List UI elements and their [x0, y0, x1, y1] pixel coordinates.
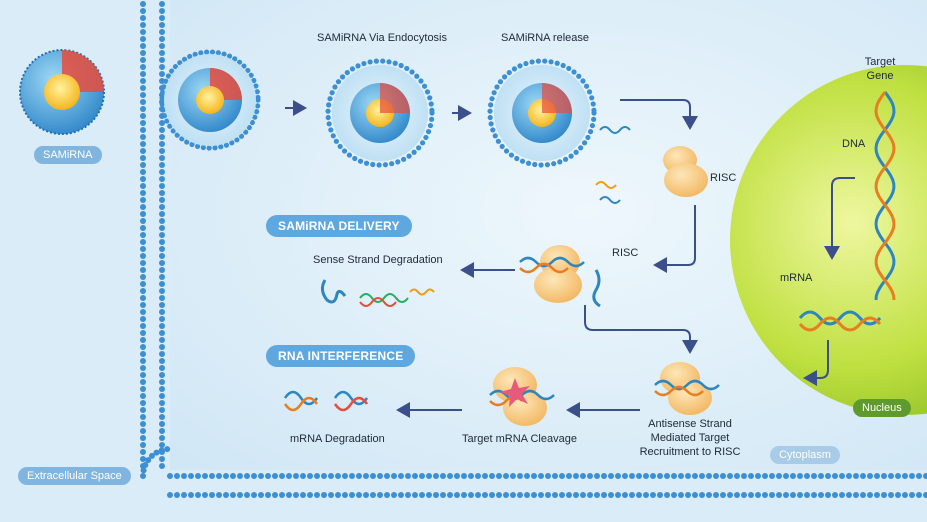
mrna-degradation-label: mRNA Degradation: [290, 433, 385, 445]
sense-strand-fragments: [320, 279, 435, 307]
via-endocytosis-label: SAMiRNA Via Endocytosis: [316, 32, 448, 44]
rna-interference-heading: RNA INTERFERENCE: [266, 345, 416, 367]
dna-label: DNA: [842, 138, 866, 150]
arrow-mrna-out: [803, 340, 829, 386]
arrow-to-antisense: [584, 305, 698, 354]
mrna-degradation-fragments: [283, 390, 369, 412]
antisense-label-1: Antisense Strand: [648, 418, 732, 430]
arrow-dna-to-mrna: [824, 177, 855, 260]
arrow-to-risc: [620, 99, 698, 130]
flow-arrows: [285, 99, 855, 418]
risc-complex-duplex: [519, 245, 601, 308]
risc-cleavage: [489, 367, 555, 426]
cell-membrane: [140, 1, 927, 498]
endosome-vesicle: [332, 65, 428, 161]
release-label: SAMiRNA release: [500, 32, 590, 44]
arrow-to-duplex: [653, 205, 696, 273]
antisense-label-2: Mediated Target: [650, 432, 730, 444]
samirna-particle: [19, 49, 105, 135]
nucleus-label: Nucleus: [853, 399, 911, 417]
sense-strand-degradation-label: Sense Strand Degradation: [313, 254, 443, 266]
risc-antisense-recruitment: [654, 362, 720, 415]
samirna-label: SAMiRNA: [34, 146, 102, 164]
cytoplasm-label: Cytoplasm: [770, 446, 840, 464]
samirna-delivery-heading: SAMiRNA DELIVERY: [266, 215, 412, 237]
antisense-label-3: Recruitment to RISC: [639, 446, 741, 458]
target-mrna-cleavage-label: Target mRNA Cleavage: [462, 433, 577, 445]
extracellular-space-label: Extracellular Space: [18, 467, 131, 485]
risc-top-label: RISC: [710, 172, 737, 184]
risc-complex-top: [663, 146, 708, 197]
release-vesicle: [494, 65, 631, 204]
target-gene-label-2: Gene: [866, 70, 894, 82]
mrna-strand: [798, 310, 882, 332]
risc-mid-label: RISC: [612, 247, 639, 259]
endocytosis-vesicle: [164, 54, 256, 146]
mrna-label: mRNA: [780, 272, 813, 284]
target-gene-label-1: Target: [864, 56, 896, 68]
dna-helix: [874, 91, 896, 301]
